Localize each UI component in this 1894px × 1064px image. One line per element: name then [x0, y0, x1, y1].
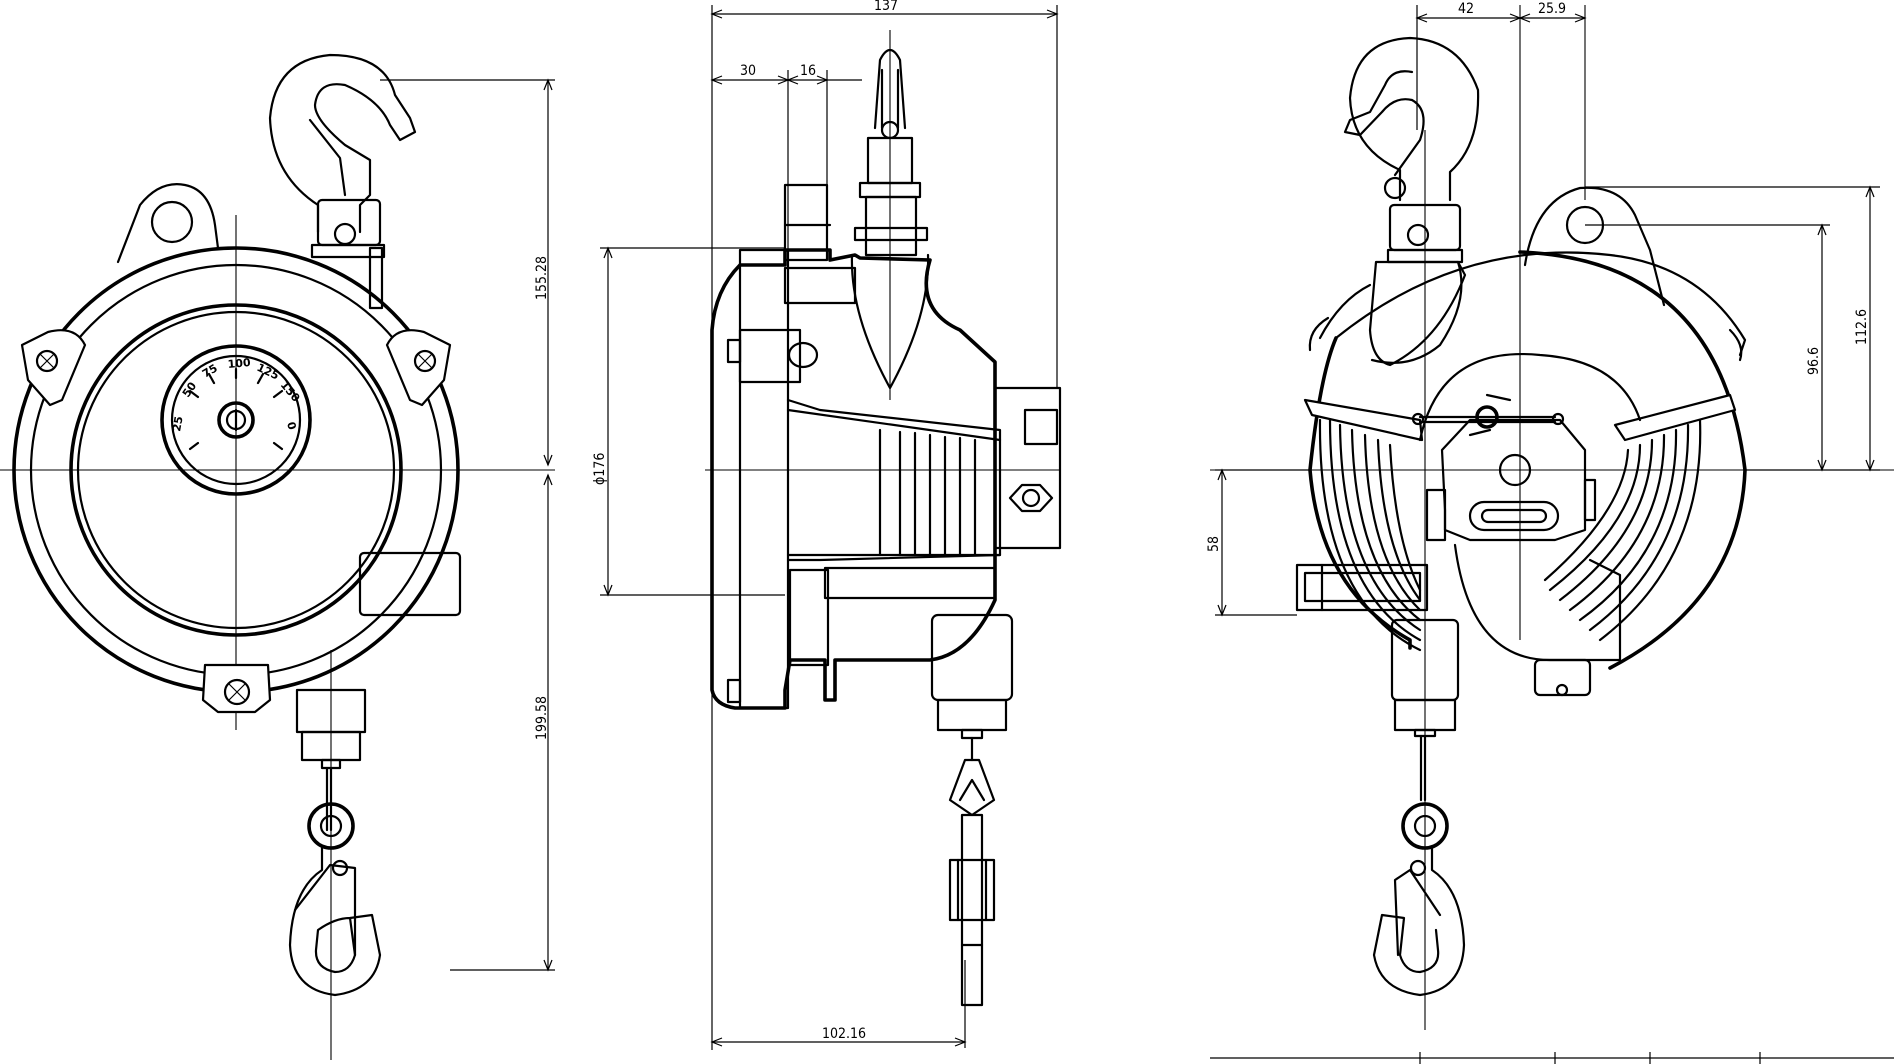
rear-view [1210, 5, 1894, 1064]
dim-lower-height: 199.58 [534, 696, 550, 740]
dial-label-125: 125 [255, 361, 281, 382]
dial-label-100: 100 [227, 356, 251, 371]
dial-label-25: 25 [170, 415, 185, 432]
side-dimensions: 137 30 16 ϕ176 102.16 [592, 0, 1059, 1050]
dim-lower-height-rear: 58 [1206, 536, 1222, 552]
front-dimensions: 155.28 199.58 [380, 78, 555, 972]
svg-text:0: 0 [284, 420, 299, 431]
dim-offset-b: 16 [800, 63, 816, 79]
dim-base-width: 102.16 [822, 1026, 866, 1042]
front-view: 25 50 75 100 125 150 0 [0, 53, 555, 1060]
side-view [705, 30, 1062, 1007]
dim-top-left: 42 [1458, 1, 1474, 17]
dim-mid-height: 96.6 [1806, 347, 1822, 375]
rear-dimensions: 42 25.9 96.6 112.6 58 [1206, 1, 1880, 617]
load-dial: 25 50 75 100 125 150 0 [160, 344, 312, 496]
dim-top-right: 25.9 [1538, 1, 1566, 17]
dim-overall-width: 137 [874, 0, 898, 14]
spring-coils [1318, 418, 1702, 652]
dim-upper-height: 155.28 [534, 256, 550, 300]
dim-total-height: 112.6 [1854, 309, 1870, 345]
clamp-left [20, 329, 87, 407]
dim-offset-a: 30 [740, 63, 756, 79]
clamp-bottom [201, 663, 272, 714]
clamp-right [385, 329, 452, 407]
dim-diameter: ϕ176 [592, 453, 608, 485]
